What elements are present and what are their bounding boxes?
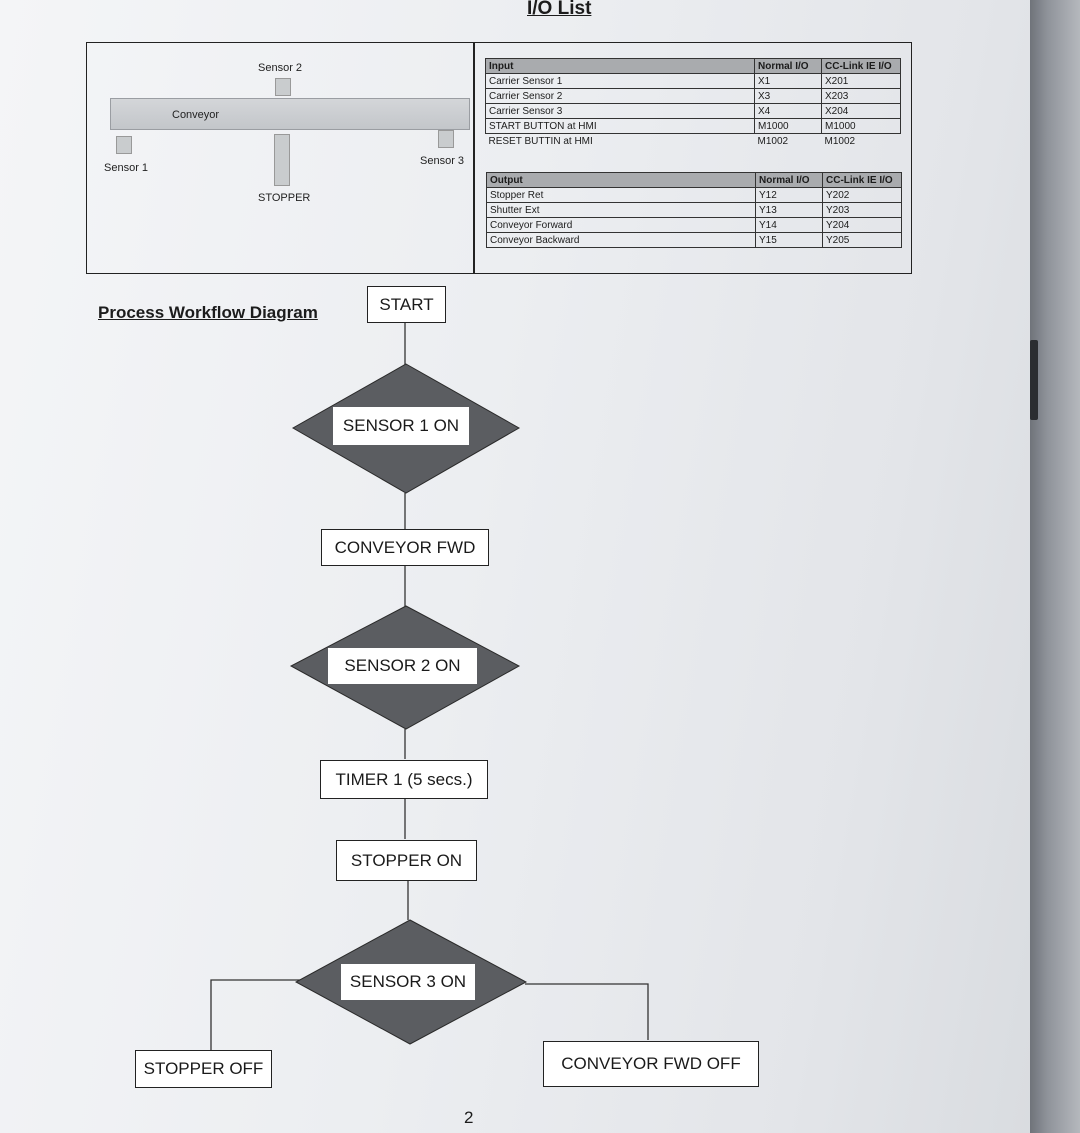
- connector-line: [210, 979, 300, 1050]
- io-frame: [86, 42, 912, 274]
- table-row: Carrier Sensor 2 X3 X203: [485, 88, 901, 104]
- sensor3-label: Sensor 3: [420, 155, 465, 167]
- flowchart-graphics: [210, 322, 649, 1050]
- sensor1-shape: [116, 136, 132, 154]
- stopper-label: STOPPER: [258, 192, 311, 204]
- cclink-io-header: CC-Link IE I/O: [821, 58, 901, 74]
- table-row: RESET BUTTIN at HMI M1002 M1002: [486, 134, 901, 149]
- input-label: RESET BUTTIN at HMI: [488, 135, 593, 147]
- input-table: Input Normal I/O CC-Link IE I/O Carrier …: [485, 58, 901, 148]
- sensor1-label: Sensor 1: [104, 162, 149, 174]
- sensor2-label: Sensor 2: [258, 62, 303, 74]
- page-number: 2: [464, 1108, 474, 1127]
- flow-timer1: TIMER 1 (5 secs.): [320, 760, 488, 799]
- workflow-title: Process Workflow Diagram: [98, 303, 318, 322]
- flow-stopper-off: STOPPER OFF: [135, 1050, 272, 1088]
- conveyor-label: Conveyor: [172, 109, 220, 121]
- decision-sensor3-on: SENSOR 3 ON: [341, 964, 475, 1000]
- connector-line: [525, 983, 649, 1040]
- cclink-io-value: Y205: [822, 232, 902, 248]
- table-row: START BUTTON at HMI M1000 M1000: [485, 118, 901, 134]
- decision-sensor1-on: SENSOR 1 ON: [333, 407, 469, 445]
- conveyor-shape: [110, 98, 470, 130]
- decision-sensor2-on: SENSOR 2 ON: [328, 648, 477, 684]
- cclink-io-header: CC-Link IE I/O: [822, 172, 902, 188]
- normal-io-value: M1000: [754, 118, 822, 134]
- normal-io-value: M1002: [757, 135, 789, 147]
- frame-divider: [473, 43, 475, 273]
- flow-conveyor-fwd-off: CONVEYOR FWD OFF: [543, 1041, 759, 1087]
- desk-background: [1030, 0, 1080, 1133]
- normal-io-value: Y15: [755, 232, 823, 248]
- input-header: Input: [485, 58, 755, 74]
- cclink-io-value: M1000: [821, 118, 901, 134]
- sensor3-shape: [438, 130, 454, 148]
- sensor2-shape: [275, 78, 291, 96]
- table-row: Conveyor Backward Y15 Y205: [486, 232, 902, 248]
- io-list-title: I/O List: [527, 0, 592, 19]
- stopper-shape: [274, 134, 290, 186]
- table-row: Shutter Ext Y13 Y203: [486, 202, 902, 218]
- flow-start: START: [367, 286, 446, 323]
- flow-stopper-on: STOPPER ON: [336, 840, 477, 881]
- cclink-io-value: M1002: [824, 135, 856, 147]
- flow-conveyor-fwd: CONVEYOR FWD: [321, 529, 489, 566]
- table-row: Carrier Sensor 3 X4 X204: [485, 103, 901, 119]
- binder-clip: [1030, 340, 1038, 420]
- output-table: Output Normal I/O CC-Link IE I/O Stopper…: [486, 172, 902, 248]
